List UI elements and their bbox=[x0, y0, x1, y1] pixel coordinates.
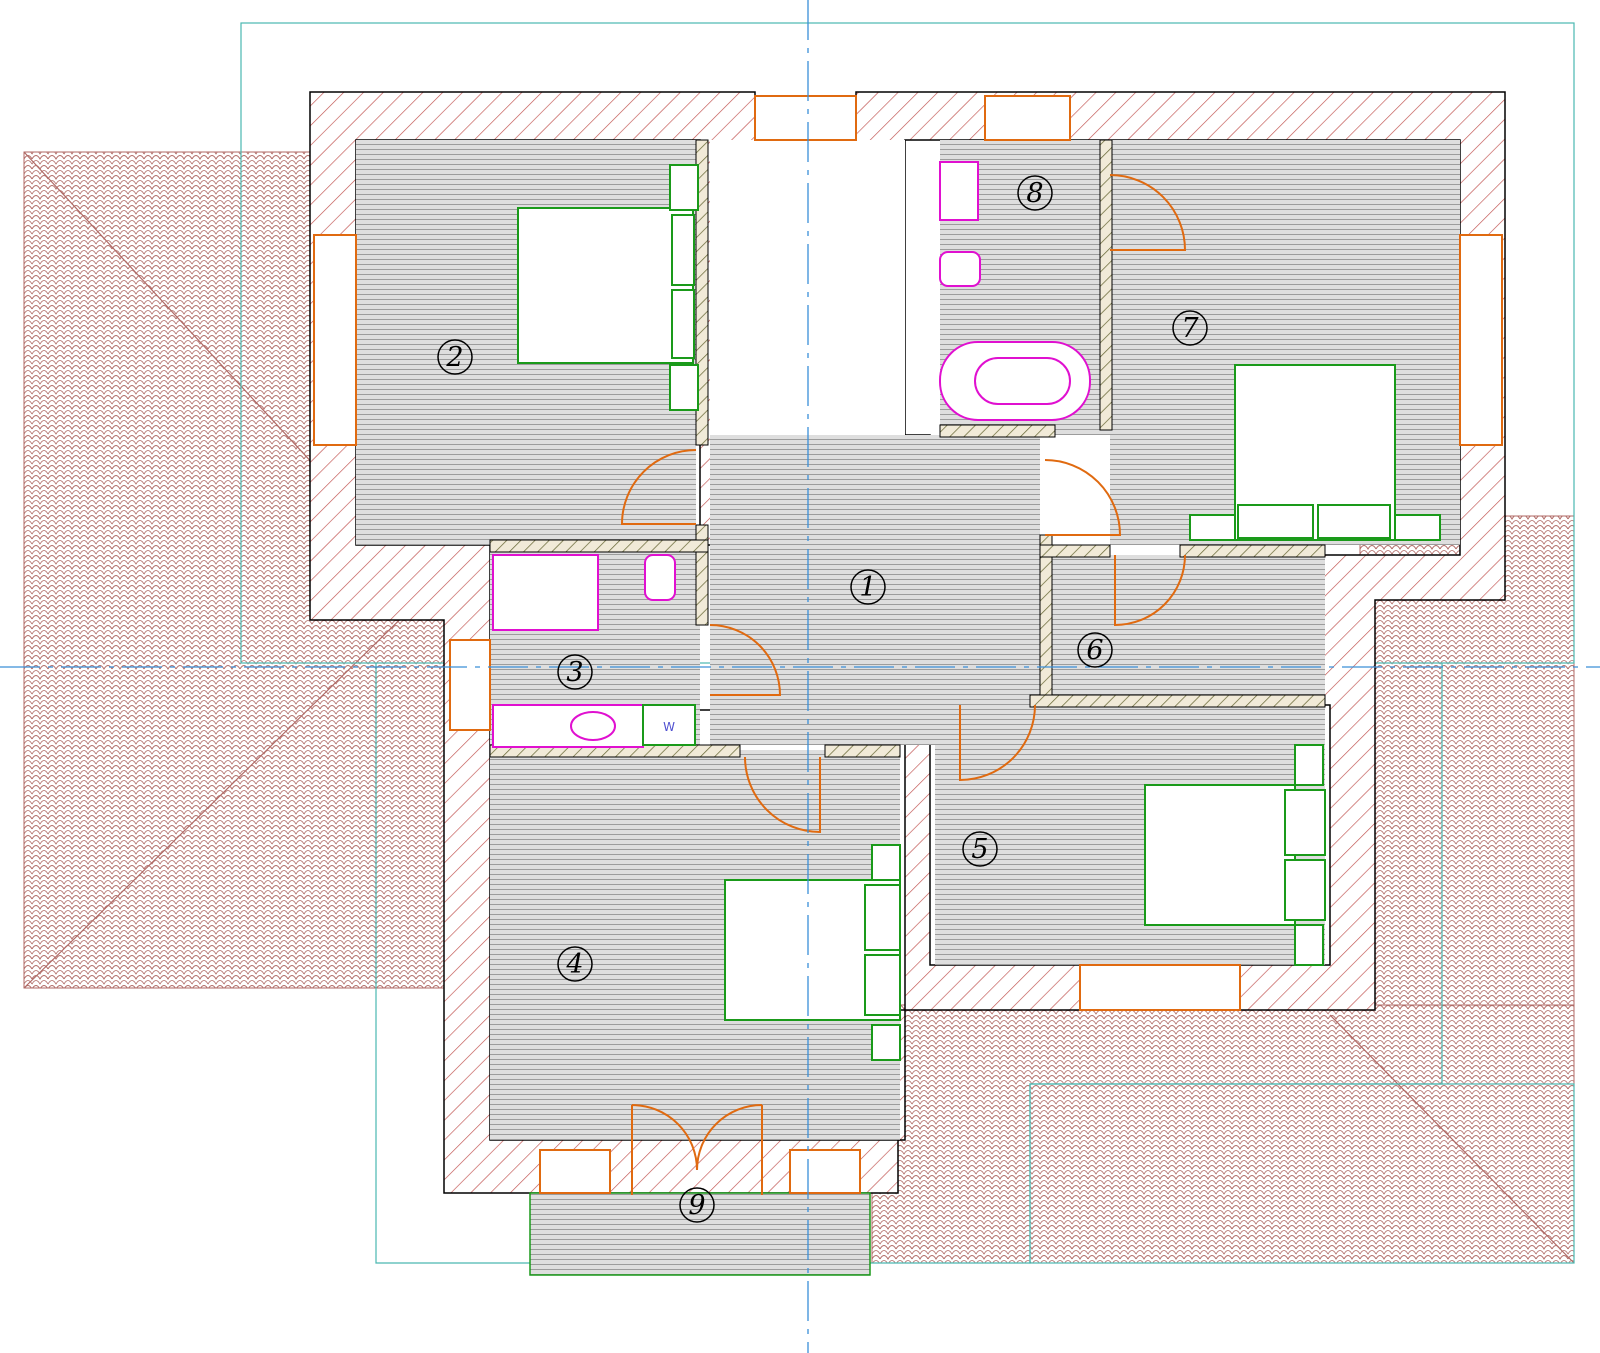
sanitary-fixtures bbox=[492, 161, 1091, 748]
washbasin-icon bbox=[570, 711, 616, 741]
room-number-circle bbox=[1077, 632, 1113, 668]
door-swing-icon bbox=[744, 756, 821, 834]
room-number-circle bbox=[557, 946, 593, 982]
doors bbox=[620, 174, 1187, 1195]
room-number-6: 6 bbox=[1086, 635, 1103, 666]
roof-tile-south bbox=[871, 1004, 1575, 1264]
door-swing-icon bbox=[1109, 174, 1187, 251]
room-number-2: 2 bbox=[445, 342, 463, 373]
roof-ridge-line bbox=[1329, 1014, 1575, 1264]
roof-ridge-line bbox=[23, 589, 431, 989]
door-swing-icon bbox=[631, 1104, 698, 1195]
room-number-circle bbox=[557, 654, 593, 690]
toilet-icon bbox=[644, 554, 676, 601]
door-swing-icon bbox=[1044, 459, 1122, 536]
window bbox=[1079, 964, 1241, 1011]
room-number-1: 1 bbox=[859, 572, 876, 603]
bathtub-icon bbox=[974, 357, 1071, 405]
toilet-icon bbox=[939, 251, 981, 287]
room-number-circle bbox=[1017, 175, 1053, 211]
room-number-circle bbox=[1172, 310, 1208, 346]
door-swing-icon bbox=[1114, 554, 1186, 627]
room-number-circle bbox=[679, 1187, 715, 1223]
furniture bbox=[517, 164, 1441, 1061]
room-number-circle bbox=[437, 339, 473, 375]
window bbox=[313, 234, 357, 446]
floor-room-9 bbox=[529, 1192, 871, 1276]
double-bed-icon bbox=[1144, 744, 1326, 966]
washer-icon: W bbox=[642, 704, 696, 746]
windows bbox=[313, 95, 1503, 1194]
room-number-9: 9 bbox=[688, 1190, 705, 1221]
washer-label: W bbox=[663, 720, 675, 734]
room-number-4: 4 bbox=[565, 949, 583, 980]
room-number-7: 7 bbox=[1181, 313, 1199, 344]
floor-room-6 bbox=[1050, 555, 1325, 700]
room-number-circle bbox=[850, 569, 886, 605]
window bbox=[539, 1149, 611, 1194]
window bbox=[984, 95, 1071, 141]
room-number-circle bbox=[962, 831, 998, 867]
door-swing-icon bbox=[696, 1104, 763, 1195]
room-number-8: 8 bbox=[1026, 178, 1043, 209]
room-labels: 1 2 3 4 5 6 7 8 9 bbox=[437, 175, 1208, 1223]
washbasin-icon bbox=[492, 704, 644, 748]
double-bed-icon bbox=[1189, 364, 1441, 541]
window bbox=[754, 95, 857, 141]
door-swing-icon bbox=[959, 704, 1036, 782]
window bbox=[449, 639, 491, 731]
door-swing-icon bbox=[709, 624, 782, 696]
window bbox=[1459, 234, 1503, 446]
door-swing-icon bbox=[620, 449, 697, 525]
window bbox=[789, 1149, 861, 1194]
shower-tray-icon bbox=[492, 554, 599, 631]
room-number-3: 3 bbox=[566, 657, 583, 688]
floor-room-1 bbox=[710, 435, 1040, 745]
room-number-5: 5 bbox=[971, 834, 988, 865]
washbasin-icon bbox=[939, 161, 979, 221]
double-bed-icon bbox=[517, 164, 699, 411]
double-bed-icon bbox=[724, 844, 901, 1061]
